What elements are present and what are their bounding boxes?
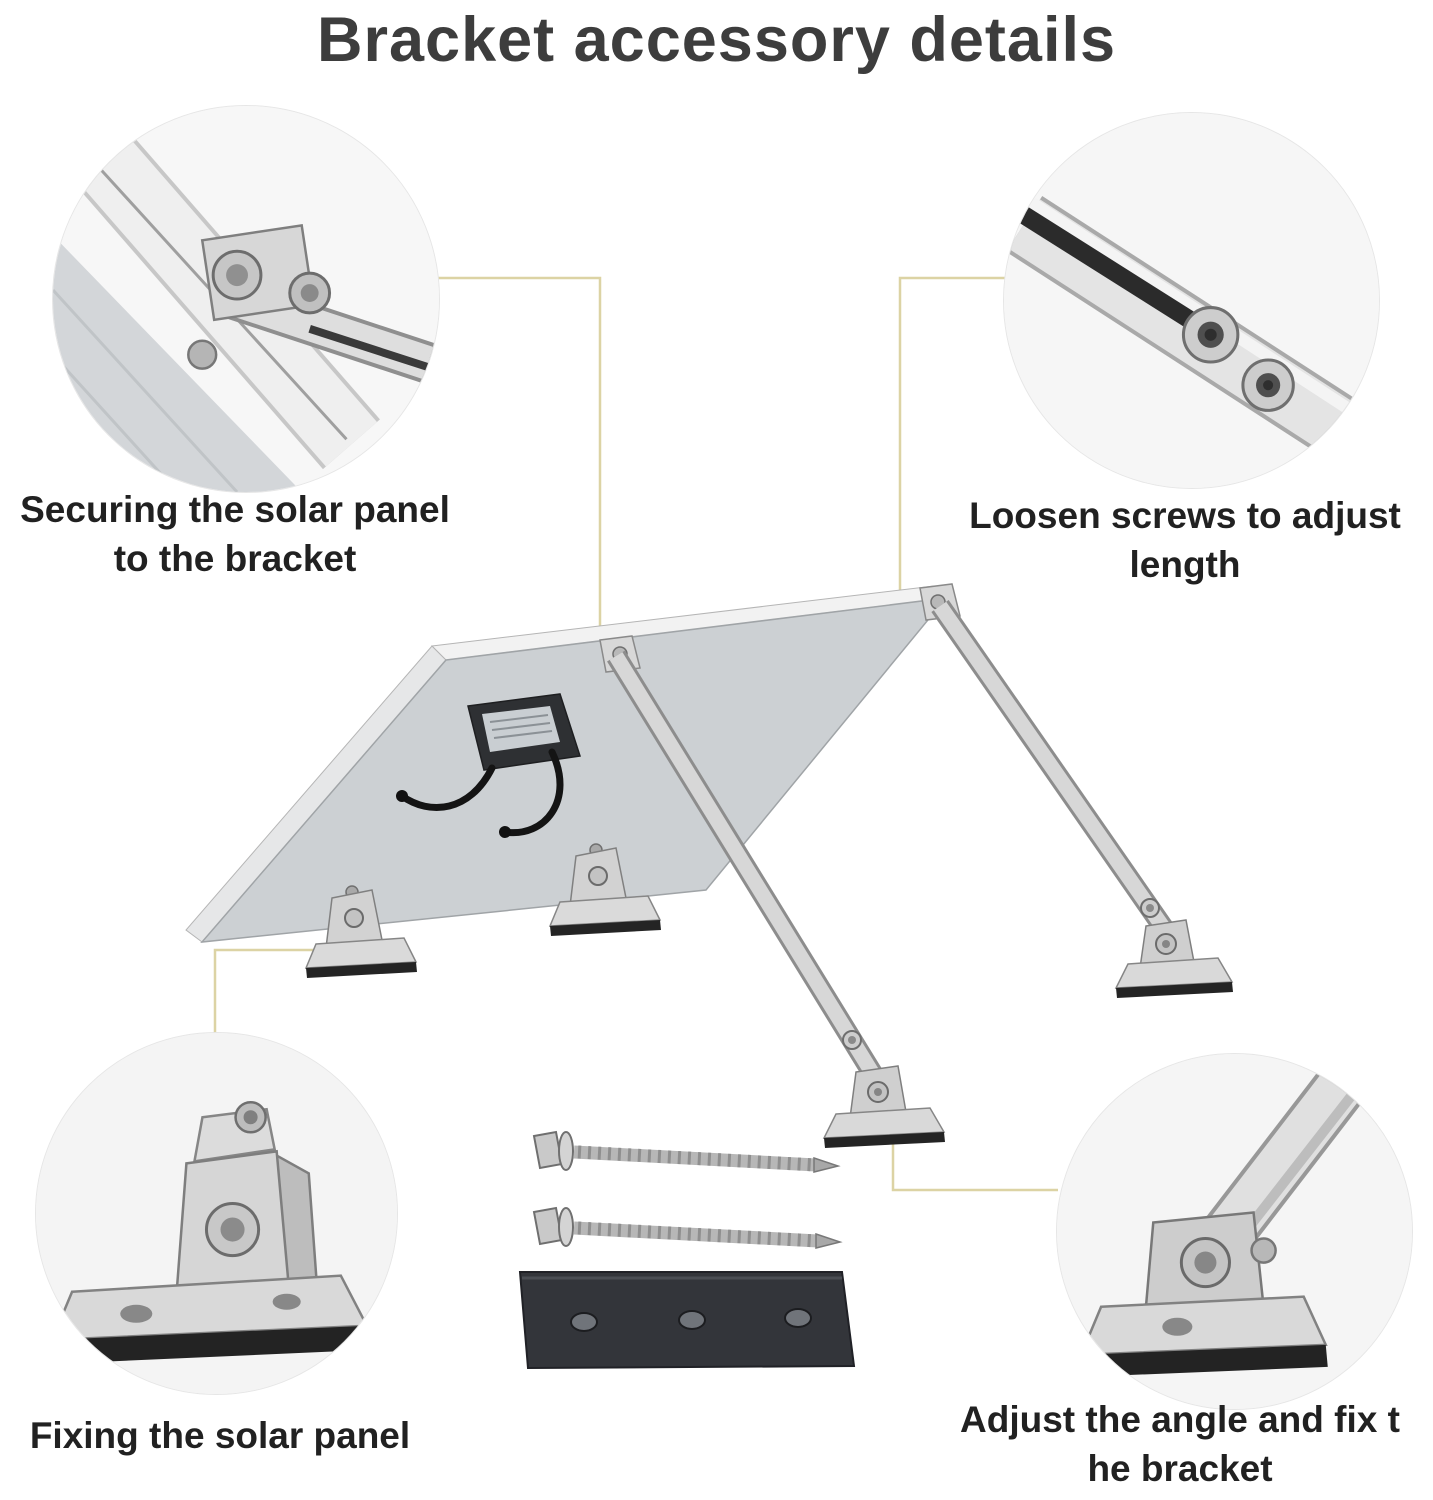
caption-securing: Securing the solar panel to the bracket [5, 486, 465, 584]
adjust-detail-illustration [1057, 1054, 1412, 1409]
caption-loosen-line2: length [1129, 543, 1241, 585]
solar-panel [185, 585, 948, 943]
caption-securing-line2: to the bracket [113, 537, 357, 579]
caption-loosen-line1: Loosen screws to adjust [969, 495, 1401, 536]
front-foot-left [304, 885, 418, 978]
securing-detail-illustration [53, 106, 439, 492]
page-title: Bracket accessory details [317, 5, 1116, 75]
mounting-screw-2 [532, 1206, 843, 1249]
front-foot-right [548, 843, 662, 936]
rear-foot-left [822, 1065, 946, 1148]
caption-fixing-line1: Fixing the solar panel [29, 1415, 411, 1456]
callout-photo-adjust [1056, 1053, 1413, 1410]
callout-photo-securing [52, 105, 440, 493]
callout-photo-fixing [35, 1032, 398, 1395]
callout-photo-loosen [1003, 112, 1380, 489]
connector-line-bottom-left [213, 948, 335, 1035]
rear-foot-right [1114, 919, 1234, 998]
loosen-detail-illustration [1004, 113, 1379, 488]
panel-cables [398, 748, 564, 837]
junction-box [467, 693, 581, 771]
caption-fixing: Fixing the solar panel [0, 1412, 440, 1461]
mounting-screw-1 [532, 1130, 841, 1173]
connector-line-top-right [898, 276, 1008, 612]
caption-adjust: Adjust the angle and fix t he bracket [930, 1396, 1430, 1494]
caption-adjust-line1: Adjust the angle and fix t [960, 1399, 1400, 1440]
mounting-plate [518, 1271, 856, 1370]
caption-loosen: Loosen screws to adjust length [955, 492, 1415, 590]
caption-securing-line1: Securing the solar panel [20, 489, 450, 530]
connector-line-top-left [420, 276, 602, 648]
fixing-detail-illustration [36, 1033, 397, 1394]
support-leg-left [607, 650, 893, 1098]
caption-adjust-line2: he bracket [1087, 1447, 1273, 1489]
support-leg-right [931, 600, 1181, 946]
